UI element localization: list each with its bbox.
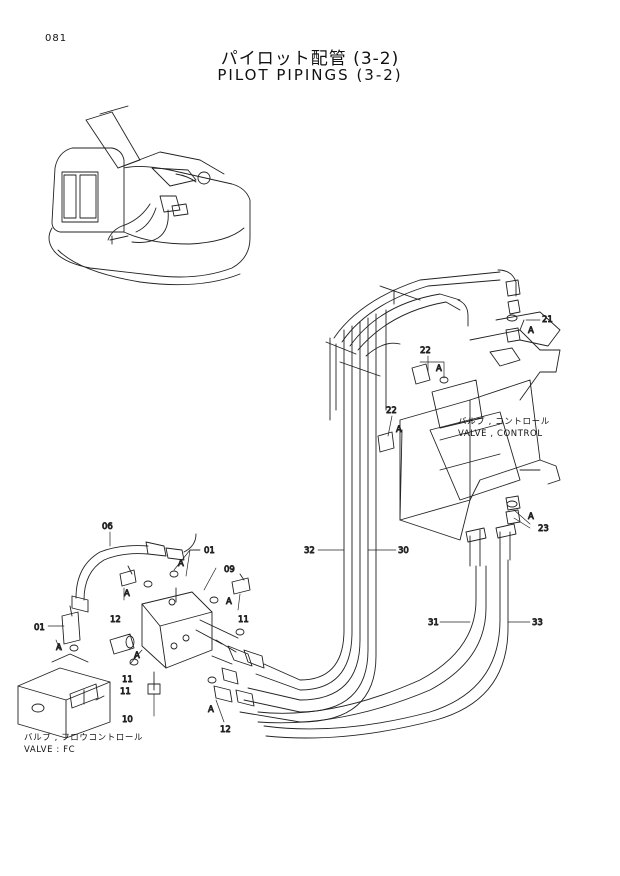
control-valve-illustration: [399, 311, 561, 541]
callout-11-right: 11: [238, 615, 249, 625]
page-title-japanese: パイロット配管 (3-2): [220, 49, 400, 69]
callout-11-fitting: 11: [120, 687, 131, 697]
page-title: PILOT PIPINGS (3-2): [217, 66, 403, 84]
pilot-hose-lines: [71, 269, 517, 739]
valve-fc-caption: バルブ , フロウコントロール VALVE : FC: [24, 732, 143, 756]
callout-a-7: A: [528, 326, 534, 336]
callout-12-upper: 12: [110, 615, 121, 625]
callout-22-upper: 22: [420, 346, 431, 356]
callout-32: 32: [304, 546, 315, 556]
callout-12-lower: 12: [220, 725, 231, 735]
callout-31: 31: [428, 618, 439, 628]
callout-01-upper: 01: [204, 546, 215, 556]
callout-33: 33: [532, 618, 543, 628]
valve-control-label-jp: バルブ , コントロール: [458, 417, 550, 427]
page-number: 081: [45, 33, 68, 44]
valve-control-label-en: VALVE , CONTROL: [458, 429, 543, 439]
callout-01-left: 01: [34, 623, 45, 633]
callout-a-6: A: [208, 705, 214, 715]
valve-fc-label-en: VALVE : FC: [24, 745, 76, 755]
valve-control-caption: バルブ , コントロール VALVE , CONTROL: [458, 416, 550, 440]
callout-09: 09: [224, 565, 235, 575]
callout-a-3: A: [226, 597, 232, 607]
callout-a-4: A: [56, 643, 62, 653]
excavator-overview-illustration: [48, 105, 251, 286]
callout-11-lower: 11: [122, 675, 133, 685]
callout-a-2: A: [124, 589, 130, 599]
callout-a-5: A: [134, 651, 140, 661]
callout-21: 21: [542, 315, 553, 325]
callout-a-8: A: [436, 364, 442, 374]
callout-06: 06: [102, 522, 113, 532]
fittings: [61, 279, 521, 707]
callout-a-1: A: [178, 559, 184, 569]
callout-a-9: A: [396, 425, 402, 435]
callout-a-10: A: [528, 512, 534, 522]
callout-22-lower: 22: [386, 406, 397, 416]
flow-control-valve-illustration: [17, 653, 111, 739]
callout-23: 23: [538, 524, 549, 534]
valve-fc-label-jp: バルブ , フロウコントロール: [24, 733, 144, 743]
callout-10: 10: [122, 715, 133, 725]
leader-lines: [47, 319, 541, 723]
junction-block-illustration: [141, 587, 239, 669]
callout-30: 30: [398, 546, 409, 556]
